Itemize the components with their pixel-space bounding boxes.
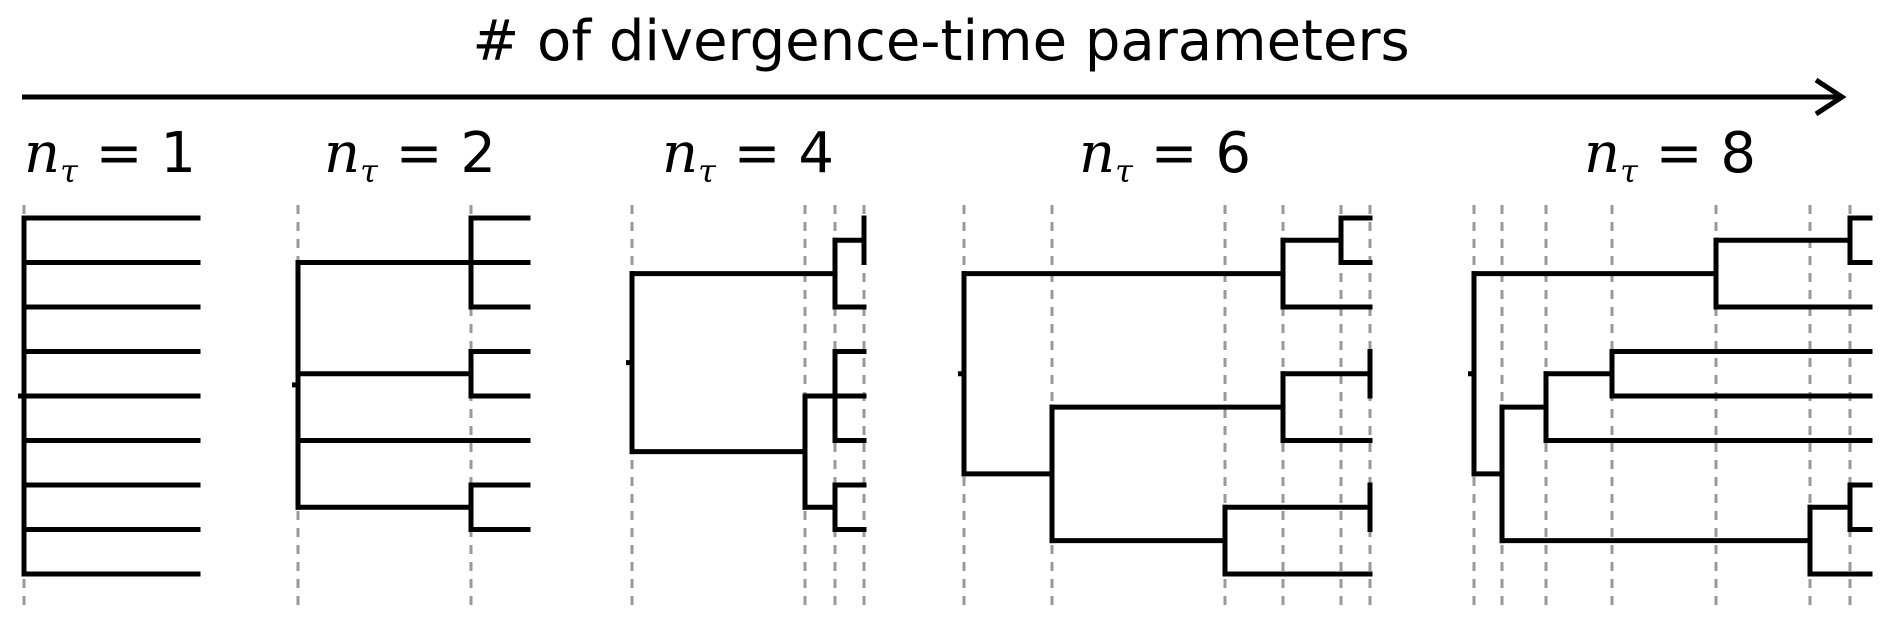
panel-label-1: nτ = 1	[24, 118, 196, 207]
tree-panel-1	[18, 205, 201, 612]
panel-label-4: nτ = 6	[1079, 118, 1251, 207]
label-subscript: τ	[698, 152, 716, 190]
label-value: = 8	[1637, 121, 1756, 186]
label-value: = 6	[1132, 121, 1251, 186]
panel-label-5: nτ = 8	[1584, 118, 1756, 207]
panel-label-3: nτ = 4	[662, 118, 834, 207]
tree-panel-4	[958, 205, 1373, 612]
tree-panel-3	[626, 205, 867, 612]
label-variable: n	[324, 121, 361, 186]
label-variable: n	[1584, 121, 1621, 186]
label-subscript: τ	[60, 152, 78, 190]
axis-title: # of divergence-time parameters	[472, 9, 1410, 74]
label-variable: n	[662, 121, 699, 186]
label-value: = 2	[377, 121, 496, 186]
label-value: = 1	[77, 121, 196, 186]
axis-arrow-head	[1814, 77, 1847, 117]
label-variable: n	[24, 121, 61, 186]
label-subscript: τ	[1620, 152, 1638, 190]
label-value: = 4	[715, 121, 834, 186]
panel-label-2: nτ = 2	[324, 118, 496, 207]
tree-panel-5	[1468, 205, 1873, 612]
label-variable: n	[1079, 121, 1116, 186]
label-subscript: τ	[360, 152, 378, 190]
tree-panel-2	[292, 205, 531, 612]
label-subscript: τ	[1115, 152, 1133, 190]
